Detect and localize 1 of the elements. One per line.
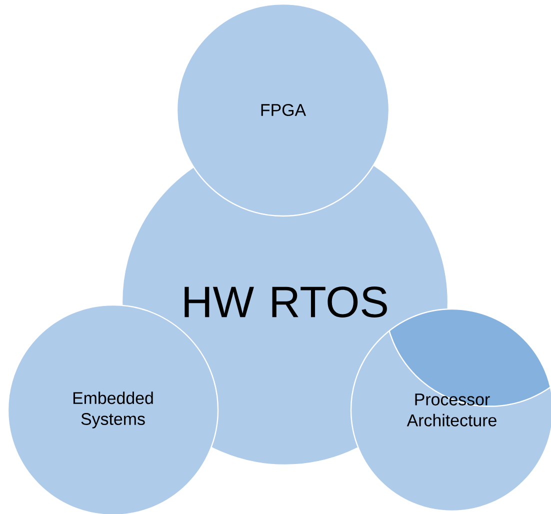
node-label: FPGA xyxy=(261,104,306,116)
